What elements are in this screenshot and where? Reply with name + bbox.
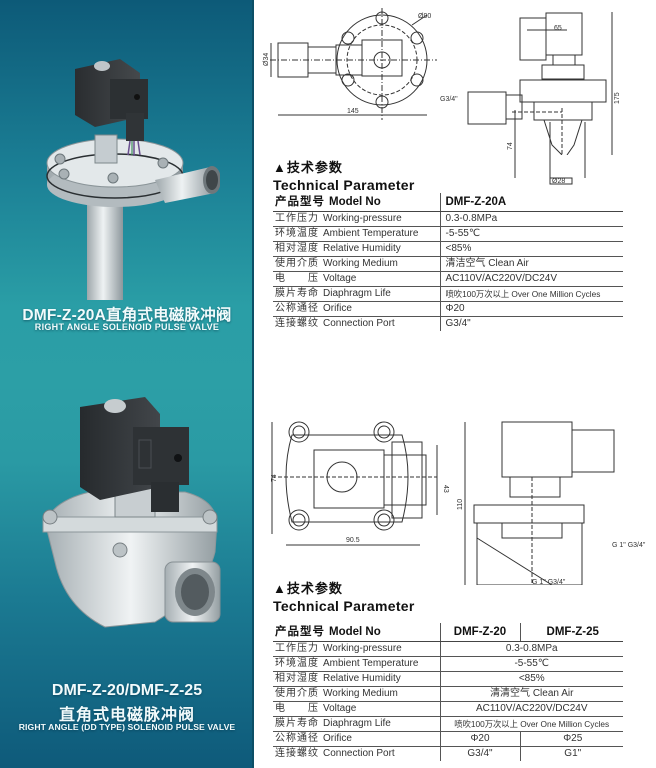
tech-param-heading-2: ▲技术参数 Technical Parameter	[273, 578, 415, 614]
right-angle-pulse-valve-photo	[46, 59, 220, 300]
dim-outlet-28: Ø28	[552, 178, 565, 185]
product-2-subtitle: RIGHT ANGLE (DD TYPE) SOLENOID PULSE VAL…	[18, 722, 236, 732]
dim-diameter-90: Ø90	[418, 13, 431, 20]
heading-cn: ▲技术参数	[273, 581, 343, 596]
model-cell: DMF-Z-20A	[439, 193, 623, 212]
product-1-title: DMF-Z-20A直角式电磁脉冲阀	[22, 307, 232, 324]
dim-height-74: 74	[271, 474, 278, 482]
heading-en: Technical Parameter	[273, 177, 415, 193]
product-2: DMF-Z-20/DMF-Z-25 直角式电磁脉冲阀 RIGHT ANGLE (…	[0, 380, 252, 768]
dim-height-110: 110	[457, 499, 464, 510]
tech-param-heading-1: ▲技术参数 Technical Parameter	[273, 157, 415, 193]
dim-diameter-34: Ø34	[263, 53, 270, 66]
technical-drawing-2: 90.5 74 43 110 G 1" G3/4"	[271, 421, 646, 585]
product-1-subtitle: RIGHT ANGLE SOLENOID PULSE VALVE	[34, 322, 220, 332]
heading-cn: ▲技术参数	[273, 160, 343, 175]
dim-height-175: 175	[614, 92, 621, 104]
technical-drawing-1-lower: 74 Ø28	[507, 110, 586, 185]
dim-port-43: 43	[442, 485, 449, 493]
dim-port: G3/4"	[440, 96, 458, 103]
model-cell-1: DMF-Z-20	[439, 623, 520, 642]
product-2-title-cn: 直角式电磁脉冲阀	[58, 707, 195, 724]
dd-type-pulse-valve-photo	[42, 397, 221, 628]
heading-en: Technical Parameter	[273, 598, 415, 614]
product-2-title: DMF-Z-20/DMF-Z-25	[51, 682, 203, 699]
technical-drawing-1: Ø90 145 Ø34 65 G3/4" 175	[263, 8, 621, 155]
dim-width-90-5: 90.5	[346, 537, 360, 544]
technical-drawing-2-bottom: G 1" G3/4"	[532, 579, 566, 586]
dim-coil-65: 65	[554, 25, 562, 32]
dim-port-side: G 1" G3/4"	[612, 542, 646, 549]
product-1: DMF-Z-20A直角式电磁脉冲阀 RIGHT ANGLE SOLENOID P…	[0, 0, 252, 340]
dim-port-bottom: G 1" G3/4"	[532, 579, 566, 586]
model-cell-2: DMF-Z-25	[519, 623, 623, 642]
dim-length-145: 145	[347, 108, 359, 115]
dim-depth-74: 74	[507, 142, 514, 150]
product-photo-panel: DMF-Z-20A直角式电磁脉冲阀 RIGHT ANGLE SOLENOID P…	[0, 0, 254, 768]
